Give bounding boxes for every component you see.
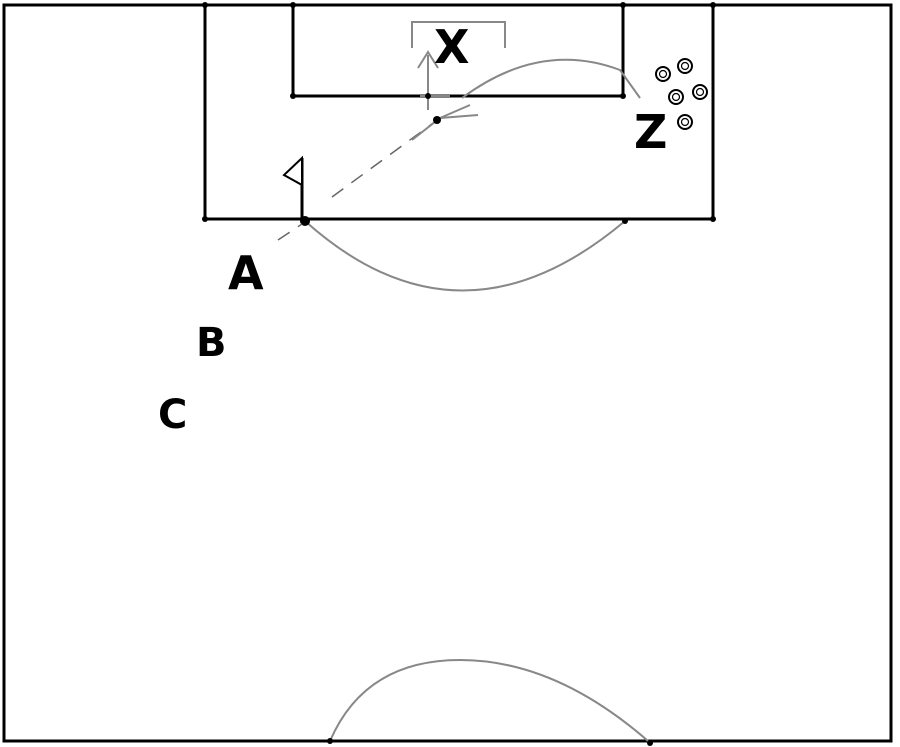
pass-line-a bbox=[277, 223, 303, 241]
goal-area bbox=[291, 5, 625, 98]
penalty-area bbox=[203, 5, 715, 221]
cone-c-label: C bbox=[158, 392, 187, 438]
field-boundary bbox=[2, 3, 893, 743]
player-z-label: Z bbox=[634, 105, 667, 159]
pass-curve-z bbox=[461, 58, 641, 99]
cone-a-label: A bbox=[228, 246, 264, 300]
player-x-label: X bbox=[434, 20, 469, 74]
center-circle-arc bbox=[329, 658, 649, 742]
penalty-arc bbox=[304, 220, 626, 292]
convergence-marks bbox=[411, 93, 479, 141]
cone-b-label: B bbox=[196, 320, 227, 366]
line-junctions bbox=[202, 2, 716, 746]
cone-a-marker bbox=[300, 216, 310, 226]
ball-icon bbox=[655, 58, 708, 130]
goal-frame bbox=[411, 21, 506, 48]
flag-icon bbox=[282, 155, 304, 220]
run-arrow-x bbox=[417, 50, 439, 110]
